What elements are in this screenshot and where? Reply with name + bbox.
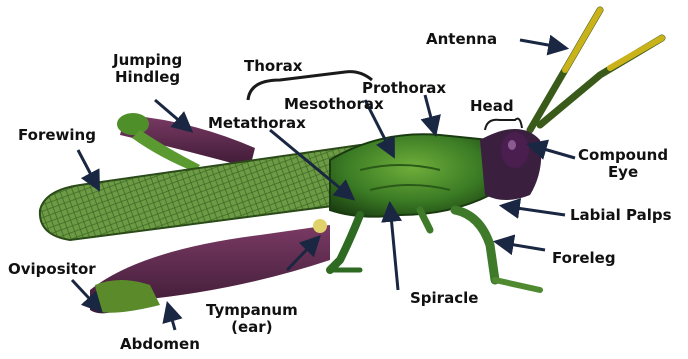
label-spiracle: Spiracle — [410, 290, 478, 307]
label-abdomen-text: Abdomen — [120, 336, 200, 353]
label-spiracle-text: Spiracle — [410, 290, 478, 307]
label-mesothorax-text: Mesothorax — [284, 96, 384, 113]
label-compound-eye-line2: Eye — [578, 164, 668, 181]
label-ovipositor: Ovipositor — [8, 261, 96, 278]
label-foreleg-text: Foreleg — [552, 250, 616, 267]
spiracle-arrow — [390, 205, 398, 290]
label-thorax: Thorax — [244, 58, 302, 75]
label-jumping-hindleg: Jumping Hindleg — [113, 52, 182, 86]
label-forewing-text: Forewing — [18, 127, 96, 144]
labial-palps-arrow — [503, 206, 565, 215]
antenna-arrow — [520, 40, 565, 48]
label-mesothorax: Mesothorax — [284, 96, 384, 113]
label-thorax-text: Thorax — [244, 58, 302, 75]
label-compound-eye: Compound Eye — [578, 147, 668, 181]
label-tympanum-line1: Tympanum — [206, 302, 298, 319]
label-antenna: Antenna — [426, 31, 497, 48]
label-tympanum-line2: (ear) — [206, 319, 298, 336]
label-labial-palps: Labial Palps — [570, 207, 672, 224]
label-jumping-hindleg-line1: Jumping — [113, 52, 182, 69]
label-tympanum: Tympanum (ear) — [206, 302, 298, 336]
prothorax-arrow — [425, 95, 435, 133]
label-forewing: Forewing — [18, 127, 96, 144]
label-foreleg: Foreleg — [552, 250, 616, 267]
head-bracket — [485, 119, 522, 130]
label-metathorax-text: Metathorax — [208, 115, 306, 132]
antenna-shape — [530, 10, 662, 130]
compound-eye-shape — [501, 132, 529, 168]
label-abdomen: Abdomen — [120, 336, 200, 353]
label-head: Head — [470, 98, 514, 115]
label-antenna-text: Antenna — [426, 31, 497, 48]
foreleg-arrow — [497, 242, 545, 250]
thorax-shape — [330, 134, 495, 216]
label-head-text: Head — [470, 98, 514, 115]
label-labial-palps-text: Labial Palps — [570, 207, 672, 224]
legs-shape — [330, 210, 540, 290]
tympanum-shape — [313, 219, 327, 233]
abdomen-arrow — [168, 305, 175, 330]
forewing-arrow — [78, 150, 98, 188]
head-shape — [480, 129, 541, 200]
label-metathorax: Metathorax — [208, 115, 306, 132]
label-jumping-hindleg-line2: Hindleg — [113, 69, 182, 86]
label-compound-eye-line1: Compound — [578, 147, 668, 164]
label-ovipositor-text: Ovipositor — [8, 261, 96, 278]
